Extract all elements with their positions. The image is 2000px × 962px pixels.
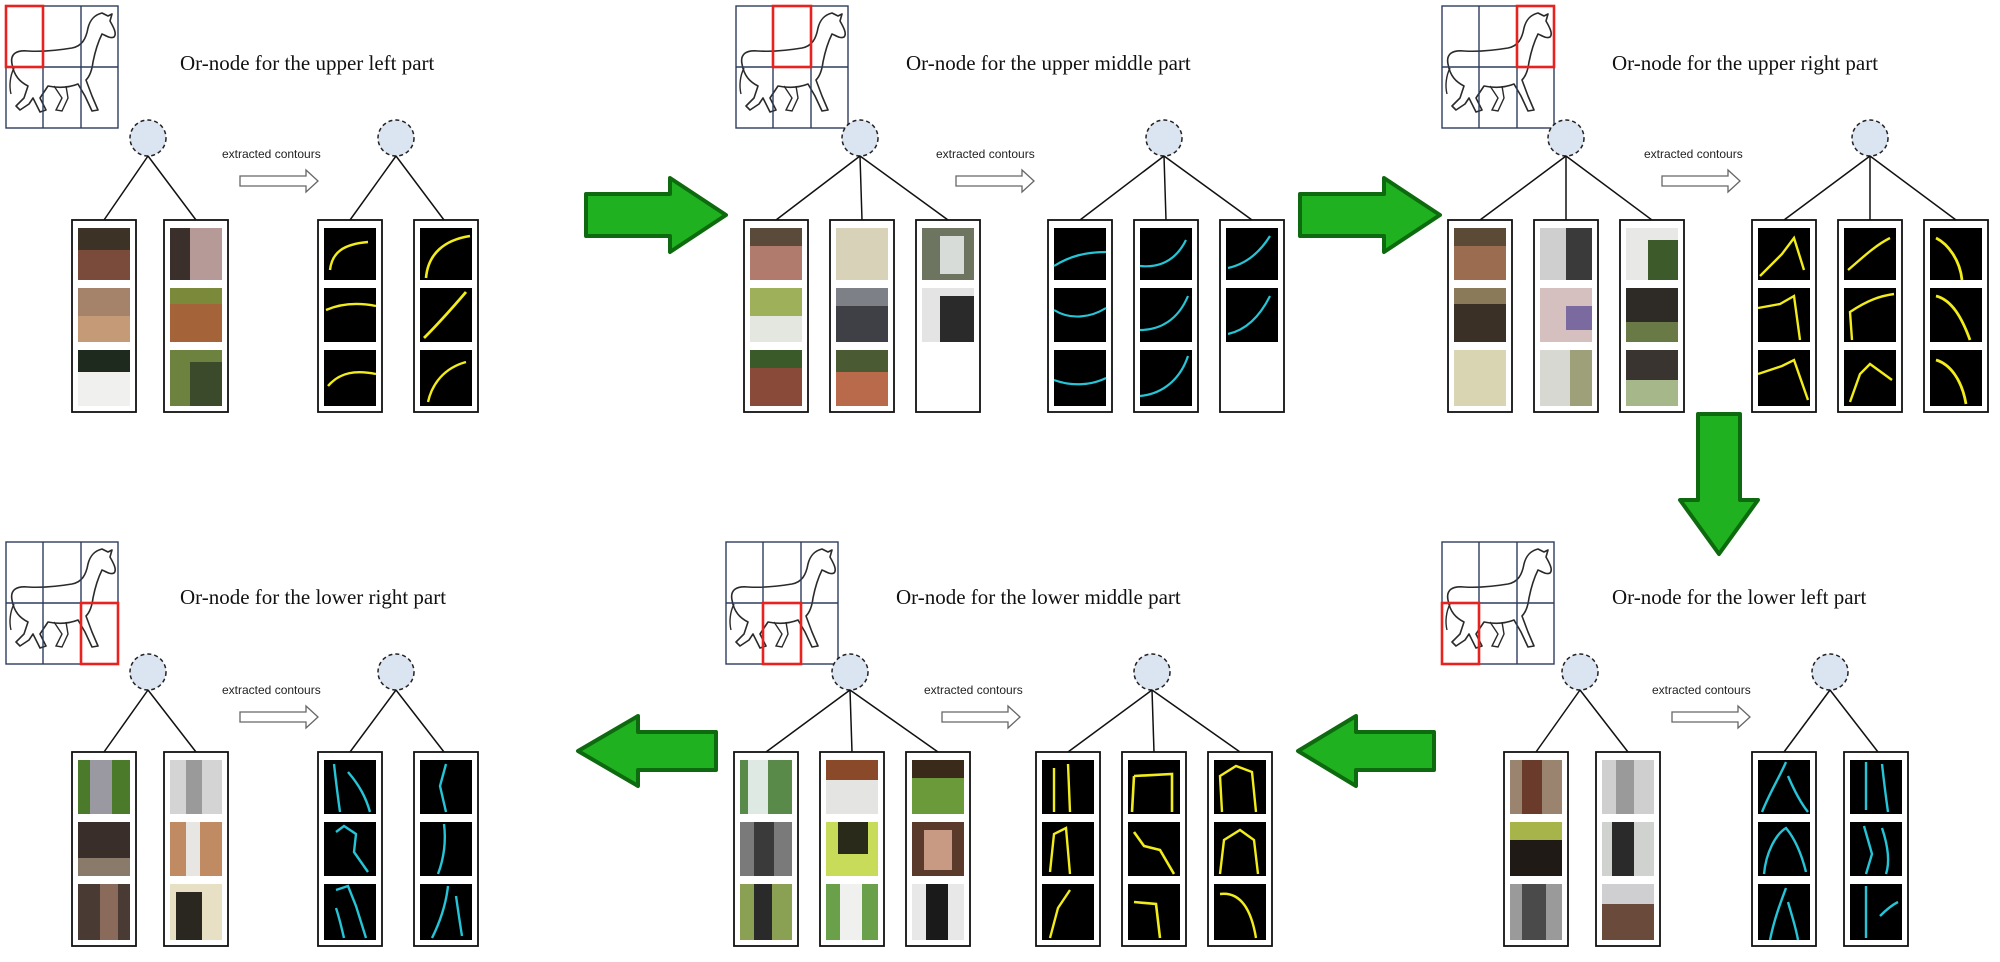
contour-column [413, 751, 479, 947]
part-grid-icon [735, 4, 849, 129]
contour-column [1121, 751, 1187, 947]
panel-upper-middle: Or-node for the upper middle part extrac… [735, 4, 1285, 413]
contour-column [1751, 751, 1817, 947]
flow-arrow-right [584, 176, 728, 254]
image-column [1503, 751, 1569, 947]
or-node-circle [1133, 653, 1171, 691]
panel-lower-left: Or-node for the lower left part extracte… [1440, 541, 1909, 947]
flow-arrow-left [576, 714, 718, 788]
panel-title: Or-node for the upper right part [1612, 51, 1878, 75]
part-grid-icon [5, 541, 120, 666]
or-node-circle [1811, 653, 1849, 691]
extracted-contours-arrow: extracted contours [1652, 683, 1751, 730]
highlighted-cell [4, 4, 45, 69]
or-node-circle [1145, 119, 1183, 157]
panel-title: Or-node for the upper middle part [906, 51, 1191, 75]
flow-arrow-down [1678, 412, 1760, 556]
flow-arrow-right [1298, 176, 1442, 254]
contour-column [1751, 219, 1817, 413]
image-column [163, 751, 229, 947]
part-grid-icon [4, 4, 119, 129]
image-column [829, 219, 895, 413]
image-column [163, 219, 229, 413]
panel-lower-middle: Or-node for the lower middle part extrac… [725, 541, 1273, 947]
flow-arrow-left [1296, 714, 1436, 788]
panel-title: Or-node for the lower right part [180, 585, 446, 609]
extracted-contours-arrow: extracted contours [222, 683, 321, 730]
panel-title: Or-node for the upper left part [180, 51, 435, 75]
or-node-circle [377, 653, 415, 691]
panel-lower-right: Or-node for the lower right part extract… [5, 541, 479, 947]
highlighted-cell [771, 4, 813, 69]
part-grid-icon [725, 541, 839, 666]
contour-column [1923, 219, 1989, 413]
or-node-circle [841, 119, 879, 157]
image-column [1619, 219, 1685, 413]
svg-text:extracted contours: extracted contours [222, 683, 321, 697]
or-node-circle [1561, 653, 1599, 691]
extracted-contours-arrow: extracted contours [924, 683, 1023, 730]
contour-column [1837, 219, 1903, 413]
extracted-contours-arrow: extracted contours [1644, 147, 1743, 194]
contour-column [1047, 219, 1113, 413]
or-node-circle [1547, 119, 1585, 157]
image-column [1533, 219, 1599, 413]
highlighted-cell [79, 601, 120, 666]
image-column [1595, 751, 1661, 947]
highlighted-cell [1440, 601, 1481, 666]
highlighted-cell [761, 601, 803, 666]
panel-title: Or-node for the lower left part [1612, 585, 1867, 609]
image-column [71, 219, 137, 413]
svg-text:extracted contours: extracted contours [924, 683, 1023, 697]
part-grid-icon [1441, 4, 1556, 129]
image-column [733, 751, 799, 947]
panel-upper-left: Or-node for the upper left part extracte… [4, 4, 479, 413]
contour-column [1133, 219, 1199, 413]
image-column [819, 751, 885, 947]
image-column [915, 219, 981, 413]
or-node-circle [129, 653, 167, 691]
part-grid-icon [1440, 541, 1555, 666]
contour-column [413, 219, 479, 413]
contour-column [317, 751, 383, 947]
highlighted-cell [1515, 4, 1556, 69]
svg-text:extracted contours: extracted contours [1644, 147, 1743, 161]
svg-text:extracted contours: extracted contours [222, 147, 321, 161]
or-node-circle [377, 119, 415, 157]
contour-column [1843, 751, 1909, 947]
extracted-contours-arrow: extracted contours [222, 147, 321, 194]
or-node-circle [129, 119, 167, 157]
panel-upper-right: Or-node for the upper right part extract… [1441, 4, 1989, 413]
svg-text:extracted contours: extracted contours [1652, 683, 1751, 697]
contour-column [1207, 751, 1273, 947]
panel-title: Or-node for the lower middle part [896, 585, 1181, 609]
contour-column [317, 219, 383, 413]
image-column [905, 751, 971, 947]
image-column [1447, 219, 1513, 413]
image-column [71, 751, 137, 947]
contour-column [1219, 219, 1285, 413]
svg-text:extracted contours: extracted contours [936, 147, 1035, 161]
image-column [743, 219, 809, 413]
or-node-circle [831, 653, 869, 691]
contour-column [1035, 751, 1101, 947]
extracted-contours-arrow: extracted contours [936, 147, 1035, 194]
or-node-circle [1851, 119, 1889, 157]
